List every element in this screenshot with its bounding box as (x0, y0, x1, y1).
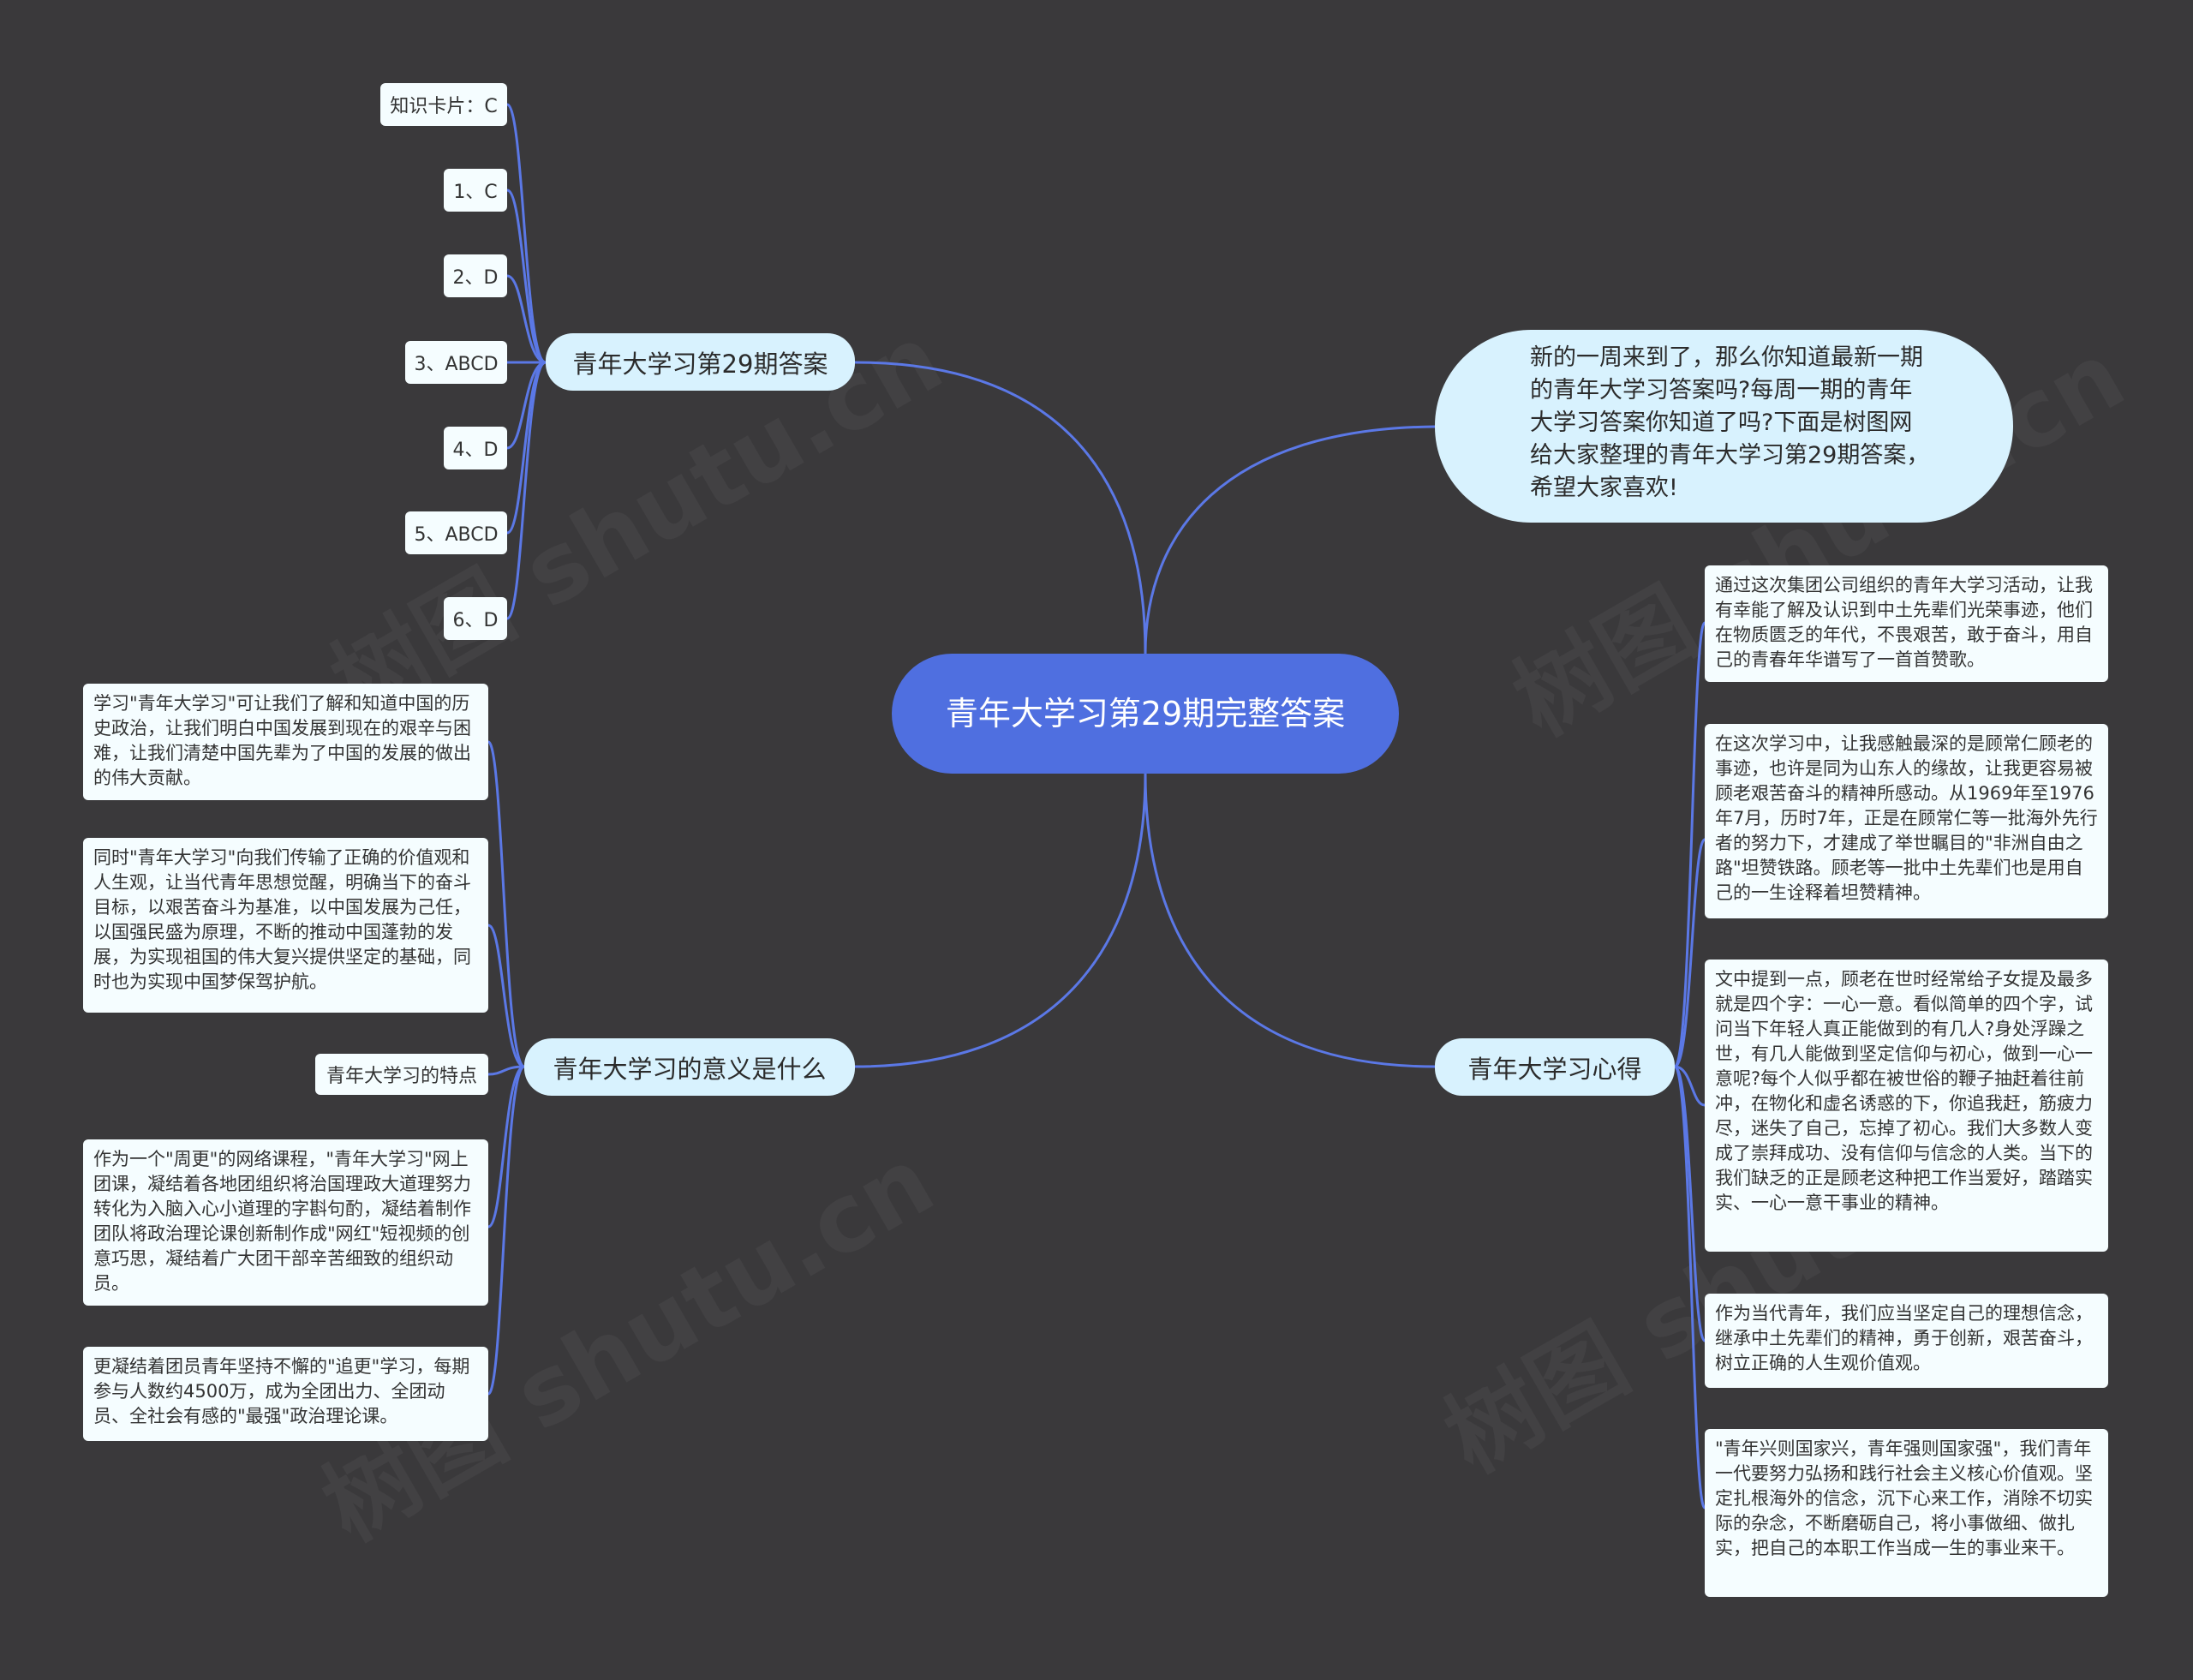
connector-line (854, 361, 1147, 655)
answer-item[interactable]: 1、C (444, 169, 507, 212)
meaning-item[interactable]: 同时"青年大学习"向我们传输了正确的价值观和人生观，让当代青年思想觉醒，明确当下… (83, 838, 488, 1013)
answer-item[interactable]: 2、D (444, 254, 507, 297)
meaning-item[interactable]: 更凝结着团员青年坚持不懈的"追更"学习，每期参与人数约4500万，成为全团出力、… (83, 1347, 488, 1441)
intro-topic[interactable]: 新的一周来到了，那么你知道最新一期的青年大学习答案吗?每周一期的青年大学习答案你… (1435, 330, 2013, 523)
meaning-item[interactable]: 作为一个"周更"的网络课程，"青年大学习"网上团课，凝结着各地团组织将治国理政大… (83, 1139, 488, 1306)
connector-line (487, 1065, 525, 1229)
connector-line (1674, 1065, 1706, 1107)
branch-meaning[interactable]: 青年大学习的意义是什么 (524, 1038, 855, 1096)
connector-line (1144, 773, 1436, 1068)
connector-line (487, 924, 525, 1068)
connector-line (1673, 1065, 1706, 1342)
connector-line (487, 1065, 525, 1076)
connector-line (506, 361, 547, 450)
connector-line (1144, 425, 1436, 655)
connector-line (487, 740, 526, 1068)
connector-line (506, 188, 547, 364)
connector-line (854, 773, 1147, 1068)
connector-line (1674, 838, 1706, 1068)
experience-item[interactable]: 文中提到一点，顾老在世时经常给子女提及最多就是四个字：一心一意。看似简单的四个字… (1705, 960, 2108, 1252)
connector-line (506, 361, 547, 535)
root-topic[interactable]: 青年大学习第29期完整答案 (892, 654, 1399, 774)
meaning-item[interactable]: 青年大学习的特点 (315, 1054, 488, 1095)
branch-experience[interactable]: 青年大学习心得 (1435, 1038, 1675, 1096)
connector-line (487, 1065, 526, 1396)
answer-item[interactable]: 知识卡片：C (380, 83, 507, 126)
experience-item[interactable]: "青年兴则国家兴，青年强则国家强"，我们青年一代要努力弘扬和践行社会主义核心价值… (1705, 1429, 2108, 1597)
answer-item[interactable]: 4、D (444, 427, 507, 469)
experience-item[interactable]: 通过这次集团公司组织的青年大学习活动，让我有幸能了解及认识到中土先辈们光荣事迹，… (1705, 565, 2108, 682)
answer-item[interactable]: 5、ABCD (405, 511, 507, 554)
connector-line (1673, 621, 1706, 1068)
answer-item[interactable]: 6、D (444, 597, 507, 640)
experience-item[interactable]: 在这次学习中，让我感触最深的是顾常仁顾老的事迹，也许是同为山东人的缘故，让我更容… (1705, 724, 2108, 918)
connector-line (1673, 1065, 1706, 1510)
connector-line (505, 361, 547, 620)
connector-line (506, 274, 547, 364)
branch-answers[interactable]: 青年大学习第29期答案 (546, 333, 855, 391)
answer-item[interactable]: 3、ABCD (405, 341, 507, 384)
meaning-item[interactable]: 学习"青年大学习"可让我们了解和知道中国的历史政治，让我们明白中国发展到现在的艰… (83, 684, 488, 800)
experience-item[interactable]: 作为当代青年，我们应当坚定自己的理想信念，继承中土先辈们的精神，勇于创新，艰苦奋… (1705, 1294, 2108, 1388)
connector-line (505, 103, 547, 364)
